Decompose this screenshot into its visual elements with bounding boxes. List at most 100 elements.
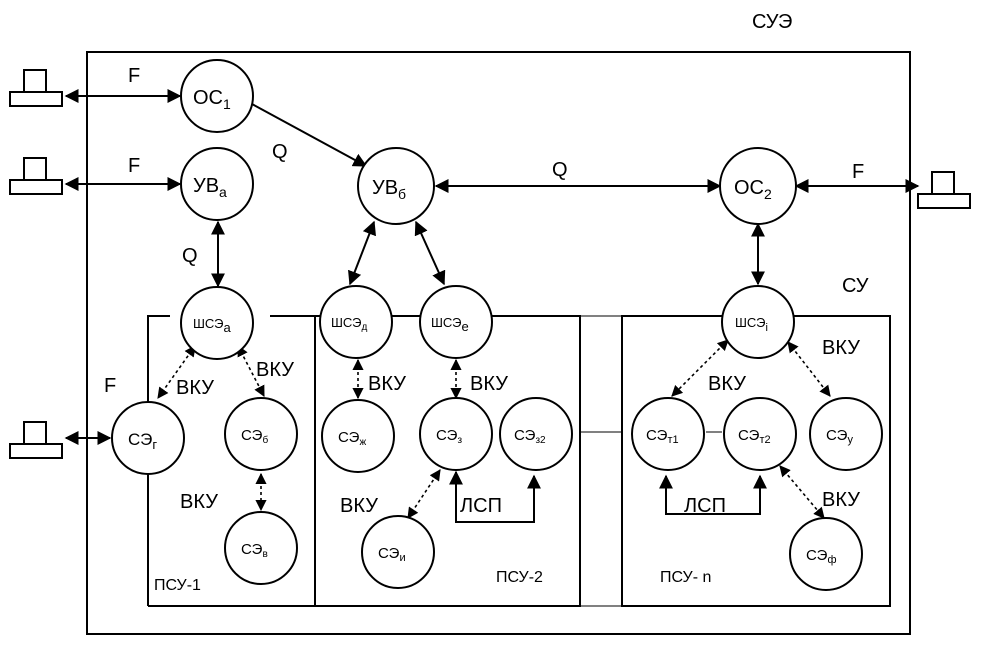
svg-text:СЭж: СЭж [338, 429, 366, 448]
node-sub: 1 [223, 96, 231, 112]
label-vku: ВКУ [708, 373, 746, 395]
node-shsee: ШСЭе [419, 285, 493, 359]
label-vku: ВКУ [822, 489, 860, 511]
label-psu-n: ПСУ- n [660, 569, 711, 586]
node-main: ОС [193, 87, 223, 109]
node-main: УВ [372, 177, 398, 199]
link-uvb-shsed [348, 220, 376, 286]
label-psu-1: ПСУ-1 [154, 577, 201, 594]
link-os1-uvb [251, 103, 368, 167]
svg-text:СЭг: СЭг [128, 430, 157, 452]
node-sub: в [262, 549, 267, 560]
link-uvb-shsee [414, 220, 446, 286]
svg-text:ШСЭд: ШСЭд [331, 315, 368, 333]
node-os2: ОС2 [719, 147, 797, 225]
label-f: F [128, 65, 140, 87]
svg-text:СЭу: СЭу [826, 427, 853, 446]
node-sub: т2 [759, 434, 770, 446]
terminal-icon [9, 421, 63, 459]
terminal-icon [917, 171, 971, 209]
node-main: ШСЭ [193, 316, 224, 331]
svg-text:ОС2: ОС2 [734, 177, 772, 202]
svg-text:ШСЭа: ШСЭа [193, 316, 232, 335]
node-set2: СЭт2 [723, 397, 797, 471]
svg-text:УВа: УВа [193, 175, 227, 200]
node-sub: б [262, 434, 268, 446]
node-sub: б [398, 186, 406, 202]
node-sub: i [766, 322, 768, 334]
node-sei: СЭи [361, 515, 435, 589]
node-seb: СЭб [224, 397, 298, 471]
svg-text:СЭз2: СЭз2 [514, 427, 546, 446]
node-shsea: ШСЭа [180, 286, 254, 360]
node-main: СЭ [436, 427, 458, 444]
node-main: СЭ [806, 547, 828, 564]
vku-link [157, 345, 196, 399]
label-vku: ВКУ [822, 337, 860, 359]
node-main: ШСЭ [331, 315, 362, 330]
label-vku: ВКУ [368, 373, 406, 395]
svg-text:ШСЭi: ШСЭi [735, 315, 768, 334]
label-f: F [852, 161, 864, 183]
label-vku: ВКУ [470, 373, 508, 395]
node-main: СЭ [128, 430, 152, 449]
lsp-bus-psun [659, 474, 767, 515]
lsp-bus-psu2 [449, 470, 541, 523]
node-set1: СЭт1 [631, 397, 705, 471]
label-f: F [104, 375, 116, 397]
outer-frame [86, 51, 911, 635]
vku-link [671, 339, 729, 397]
node-main: ШСЭ [431, 315, 462, 330]
label-vku: ВКУ [256, 359, 294, 381]
node-main: ШСЭ [735, 315, 766, 330]
label-q: Q [182, 245, 198, 267]
node-main: СЭ [378, 545, 400, 562]
node-uva: УВа [180, 147, 254, 221]
svg-text:ОС1: ОС1 [193, 87, 231, 112]
label-q: Q [552, 159, 568, 181]
diagram-title: СУЭ [752, 11, 792, 33]
node-shsei: ШСЭi [721, 285, 795, 359]
node-main: СЭ [241, 541, 263, 558]
svg-text:СЭб: СЭб [241, 427, 268, 446]
svg-text:СЭф: СЭф [806, 547, 837, 566]
svg-text:СЭт2: СЭт2 [738, 427, 771, 446]
node-main: СЭ [738, 427, 760, 444]
svg-text:УВб: УВб [372, 177, 406, 202]
node-sub: а [219, 184, 227, 200]
node-main: ОС [734, 177, 764, 199]
node-seu: СЭу [809, 397, 883, 471]
node-sub: д [362, 322, 368, 333]
node-sub: з2 [535, 435, 546, 446]
terminal-icon [9, 69, 63, 107]
vku-link [407, 469, 441, 519]
node-sev: СЭв [224, 511, 298, 585]
node-os1: ОС1 [180, 59, 254, 133]
node-sub: ф [827, 554, 836, 566]
terminal-icon [9, 157, 63, 195]
psu-1-box [147, 315, 315, 606]
svg-text:СЭт1: СЭт1 [646, 427, 679, 446]
svg-text:СЭв: СЭв [241, 541, 268, 560]
vku-link [779, 465, 825, 519]
node-sub: а [224, 320, 232, 335]
node-main: УВ [193, 175, 219, 197]
label-psu-2: ПСУ-2 [496, 569, 543, 586]
node-main: СЭ [241, 427, 263, 444]
label-vku: ВКУ [340, 495, 378, 517]
node-sub: г [152, 437, 157, 452]
label-vku: ВКУ [176, 377, 214, 399]
node-main: СЭ [338, 429, 360, 446]
node-sub: е [462, 319, 469, 334]
node-main: СЭ [646, 427, 668, 444]
label-q: Q [272, 141, 288, 163]
node-shsed: ШСЭд [319, 285, 393, 359]
svg-text:СЭи: СЭи [378, 545, 406, 564]
node-sub: и [399, 552, 405, 564]
node-seg: СЭг [111, 401, 185, 475]
node-sub: ж [359, 437, 366, 448]
node-sub: 2 [764, 186, 772, 202]
node-sub: з [457, 435, 462, 446]
